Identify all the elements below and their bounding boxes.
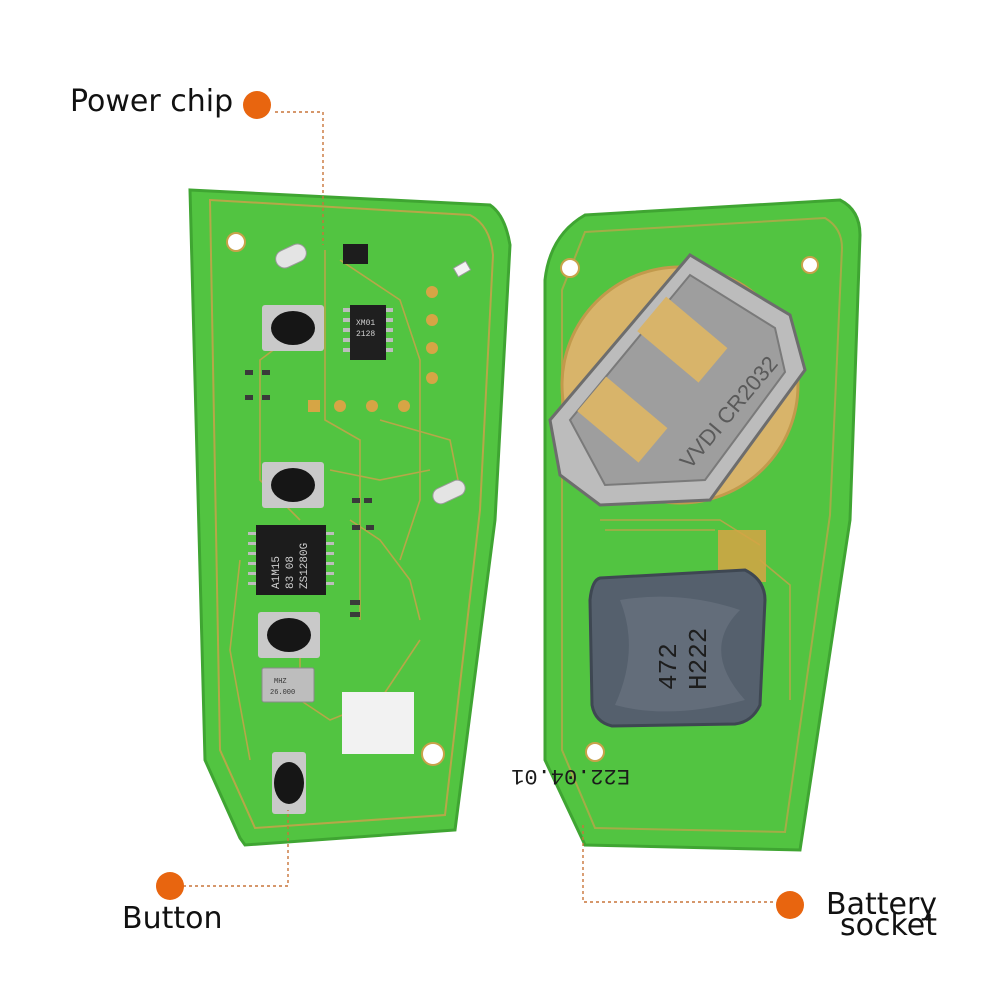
battery-socket-label-line1: Battery xyxy=(826,887,938,922)
chip-small-marking-1: XM01 xyxy=(356,319,375,328)
chip-main-marking-3: ZS1280G xyxy=(299,543,311,589)
tactile-button-4 xyxy=(272,752,306,814)
tactile-button-2 xyxy=(262,462,324,508)
date-code-marking: E22.04.01 xyxy=(511,763,630,788)
right-pcb-board: VVDI CR2032 472 H222 E22.04.01 xyxy=(511,198,862,852)
power-chip-label: Power chip xyxy=(70,84,234,119)
battery-socket-marker-dot xyxy=(776,891,804,919)
callout-leader-lines xyxy=(183,111,776,903)
tactile-button-1 xyxy=(262,305,324,351)
battery-socket-label-line2: socket xyxy=(840,908,938,943)
power-chip-marker-dot xyxy=(243,91,271,119)
crystal-marking-2: 26.000 xyxy=(270,689,295,697)
inductor-marking-2: H222 xyxy=(684,628,714,690)
chip-main-marking-2: 83 08 xyxy=(285,556,297,589)
left-pcb-board: XM01 2128 A xyxy=(188,188,512,847)
chip-small-marking-2: 2128 xyxy=(356,330,375,339)
battery-holder: VVDI CR2032 xyxy=(548,253,807,507)
inductor-marking-1: 472 xyxy=(654,643,684,690)
tactile-button-3 xyxy=(258,612,320,658)
button-marker-dot xyxy=(156,872,184,900)
chip-main-marking-1: A1M15 xyxy=(271,556,283,589)
button-label: Button xyxy=(122,901,223,936)
crystal-marking-1: MHZ xyxy=(274,678,287,686)
inductor-component: 472 H222 xyxy=(588,568,767,728)
